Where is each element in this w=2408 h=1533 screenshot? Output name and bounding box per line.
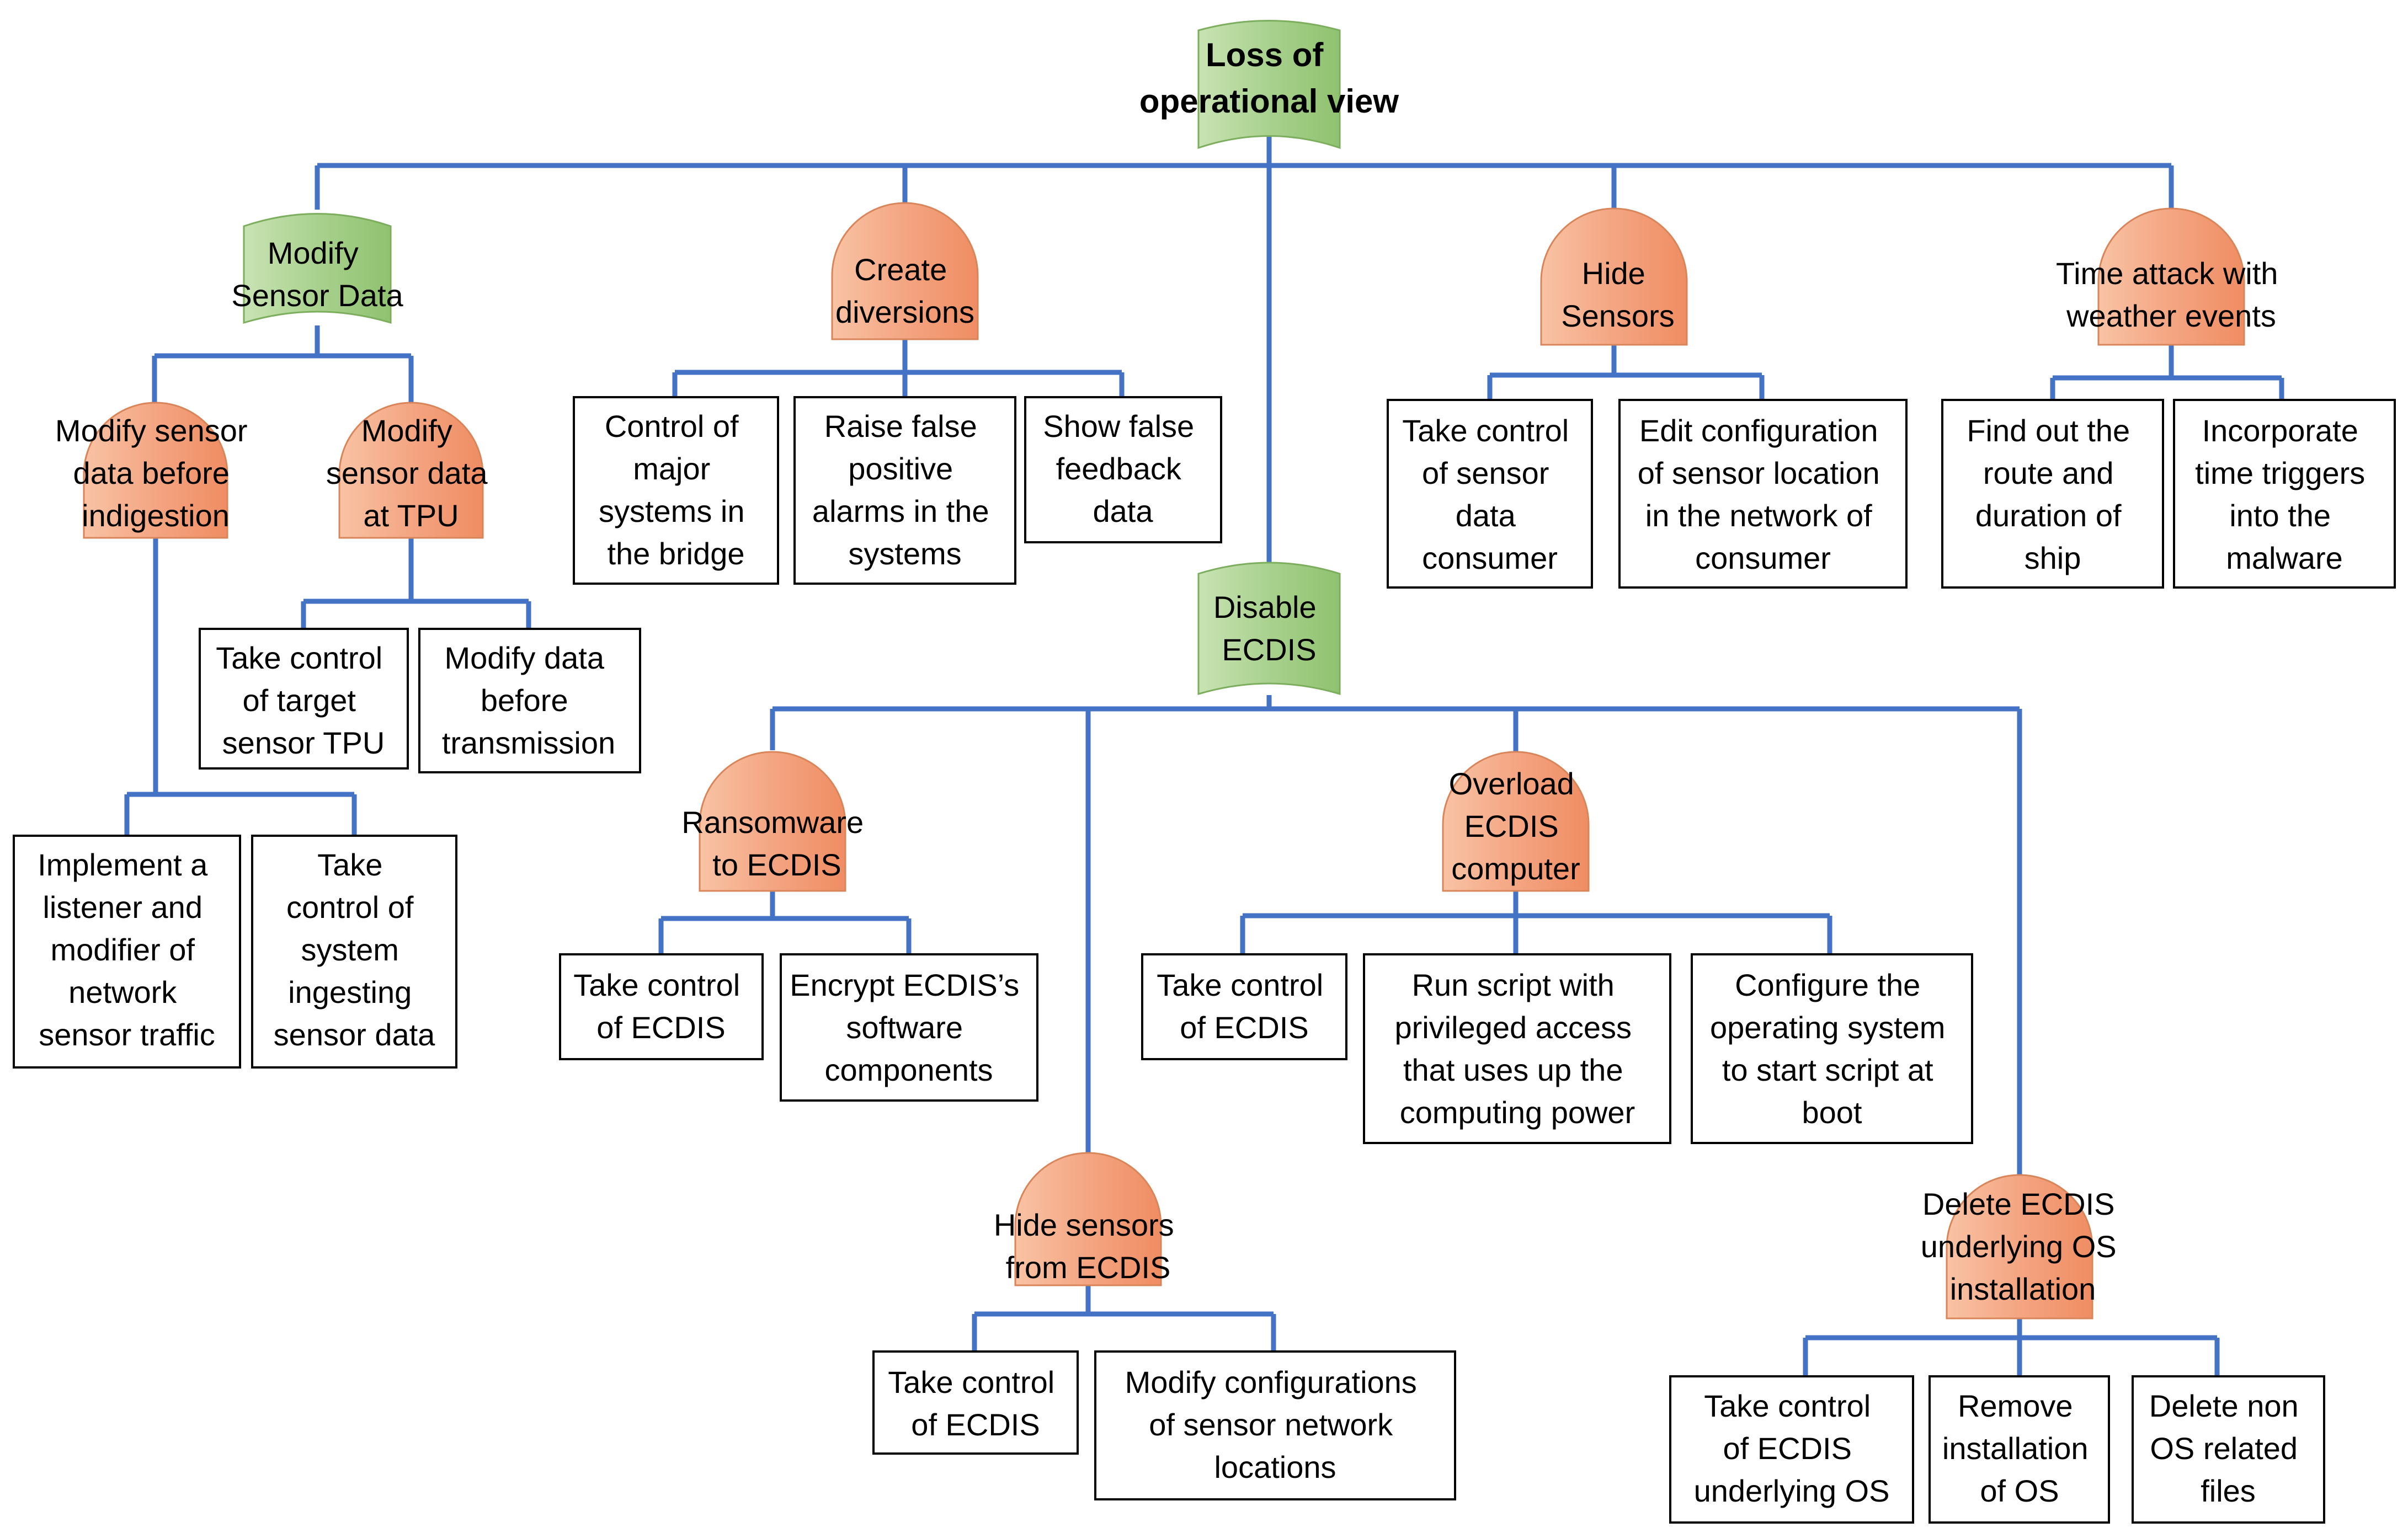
take-control-underlying-os-text: Take control of ECDIS underlying OS (1694, 1388, 1890, 1508)
logic-gates (83, 20, 2245, 1320)
delete-os-label: Delete ECDIS underlying OS installation (1921, 1187, 2125, 1306)
and-gate-before-indigestion (83, 402, 228, 539)
box-take-control-consumer (1387, 399, 1593, 589)
and-gate-overload (1442, 751, 1590, 892)
node-labels: Loss of operational view Modify Sensor D… (38, 36, 2374, 1508)
box-raise-false-alarms (793, 396, 1016, 585)
connector-before-indigestion (124, 535, 357, 836)
and-gate-time-attack (2097, 207, 2245, 346)
remove-installation-text: Remove installation of OS (1942, 1388, 2097, 1508)
or-gate-root (1197, 20, 1341, 149)
connector-hide-sensors-ecdis (972, 1285, 1276, 1352)
box-find-route (1941, 399, 2164, 589)
connector-root (315, 135, 2174, 574)
connector-hide-sensors (1487, 345, 1765, 400)
overload-take-control-text: Take control of ECDIS (1157, 968, 1332, 1045)
and-gate-create-diversions (831, 202, 979, 340)
connector-create-diversions (672, 339, 1125, 397)
find-route-text: Find out the route and duration of ship (1967, 413, 2138, 575)
box-show-false-feedback (1024, 396, 1222, 543)
connector-lines (124, 135, 2284, 1376)
box-encrypt-components (780, 953, 1038, 1102)
box-incorporate-triggers (2173, 399, 2396, 589)
overload-label: Overload ECDIS computer (1449, 766, 1583, 886)
and-gate-ransomware (699, 751, 846, 892)
configure-os-text: Configure the operating system to start … (1710, 968, 1954, 1130)
at-tpu-label: Modify sensor data at TPU (326, 413, 496, 533)
disable-ecdis-label: Disable ECDIS (1213, 590, 1325, 667)
leaf-boxes (13, 396, 2396, 1524)
connector-modify-sensor-data (152, 325, 414, 403)
root-label: Loss of operational view (1139, 36, 1399, 120)
or-gate-disable-ecdis (1197, 562, 1341, 696)
connector-overload (1240, 891, 1832, 954)
connector-time-attack (2050, 345, 2284, 400)
modify-sensor-data-label: Modify Sensor Data (231, 236, 403, 313)
or-gate-modify-sensor-data (243, 213, 392, 324)
box-edit-configuration (1618, 399, 1908, 589)
connector-delete-os (1803, 1318, 2220, 1376)
modify-before-transmission-text: Modify data before transmission (442, 640, 615, 760)
box-modify-before-transmission (418, 628, 641, 773)
connector-disable-ecdis (770, 695, 2022, 1175)
delete-non-os-text: Delete non OS related files (2149, 1388, 2307, 1508)
and-gate-hide-sensors (1540, 207, 1688, 346)
implement-listener-text: Implement a listener and modifier of net… (38, 847, 216, 1052)
connector-ransomware (658, 891, 912, 954)
hide-take-control-text: Take control of ECDIS (888, 1365, 1063, 1442)
run-script-text: Run script with privileged access that u… (1394, 968, 1640, 1130)
take-control-ingesting-text: Take control of system ingesting sensor … (274, 847, 435, 1052)
raise-false-alarms-text: Raise false positive alarms in the syste… (812, 409, 998, 571)
control-major-systems-text: Control of major systems in the bridge (599, 409, 753, 571)
and-gate-hide-sensors-ecdis (1014, 1152, 1162, 1286)
box-take-control-underlying-os (1669, 1375, 1914, 1524)
box-overload-take-control (1141, 953, 1347, 1060)
before-indigestion-label: Modify sensor data before indigestion (55, 413, 256, 533)
create-diversions-label: Create diversions (835, 252, 974, 329)
box-hide-take-control (872, 1350, 1079, 1455)
ransomware-label: Ransomware to ECDIS (681, 805, 872, 882)
incorporate-triggers-text: Incorporate time triggers into the malwa… (2195, 413, 2374, 575)
hide-sensors-label: Hide Sensors (1561, 256, 1674, 333)
ransomware-take-control-text: Take control of ECDIS (573, 968, 749, 1045)
modify-configurations-text: Modify configurations of sensor network … (1125, 1365, 1426, 1484)
box-run-script (1363, 953, 1671, 1144)
box-implement-listener (13, 835, 241, 1069)
and-gate-delete-os (1946, 1174, 2093, 1320)
take-control-consumer-text: Take control of sensor data consumer (1402, 413, 1578, 575)
box-take-control-tpu (199, 628, 409, 770)
box-configure-os (1691, 953, 1973, 1144)
and-gate-at-tpu (338, 402, 484, 539)
box-ransomware-take-control (559, 953, 764, 1060)
connector-at-tpu (301, 535, 531, 629)
show-false-feedback-text: Show false feedback data (1043, 409, 1203, 528)
time-attack-label: Time attack with weather events (2056, 256, 2287, 333)
box-remove-installation (1928, 1375, 2110, 1524)
take-control-tpu-text: Take control of target sensor TPU (216, 640, 391, 760)
box-take-control-ingesting (251, 835, 457, 1069)
box-control-major-systems (573, 396, 779, 585)
hide-sensors-ecdis-label: Hide sensors from ECDIS (994, 1208, 1182, 1285)
box-modify-configurations (1094, 1350, 1456, 1500)
edit-configuration-text: Edit configuration of sensor location in… (1638, 413, 1888, 575)
box-delete-non-os (2132, 1375, 2325, 1524)
encrypt-components-text: Encrypt ECDIS’s software components (790, 968, 1028, 1087)
